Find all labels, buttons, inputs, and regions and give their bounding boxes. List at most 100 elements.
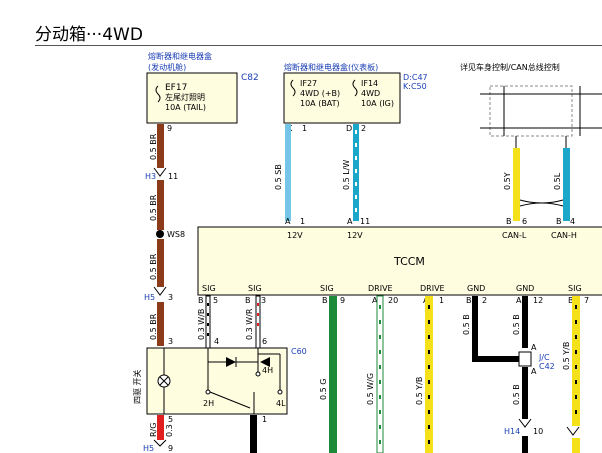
pin-letter: B: [322, 296, 328, 305]
connector-chevron-icon: [153, 439, 167, 447]
can-note-frame: [489, 85, 573, 137]
switch-contact: [205, 389, 211, 395]
switch-contact: [277, 389, 283, 395]
diode-icon: [226, 357, 236, 367]
pin-number: 20: [388, 296, 398, 305]
wire-label: 0.5 SB: [274, 164, 283, 190]
pin-label: SIG: [202, 284, 216, 293]
wire-green: [329, 296, 337, 453]
pin-label: CAN-L: [502, 231, 527, 240]
switch-mode-2h: 2H: [203, 399, 214, 408]
wire-yellow: [513, 148, 520, 221]
pin-label: SIG: [320, 284, 334, 293]
fuse-ef17: EF17: [165, 83, 187, 93]
pin-letter: B: [466, 296, 472, 305]
pin-number: 1: [300, 217, 305, 226]
fuse-if27-rating: 10A (BAT): [300, 99, 340, 108]
pin-1: 1: [302, 124, 307, 133]
wire-stripe: [257, 303, 259, 326]
pin-letter: B: [506, 217, 512, 226]
jc-pin-a: A: [531, 367, 537, 376]
pin-10: 10: [533, 427, 543, 436]
pin-number: 4: [570, 217, 575, 226]
wire-stripe: [379, 305, 381, 444]
page-title: 分动箱···4WD: [35, 25, 143, 45]
lamp-icon: [159, 376, 169, 386]
wire-red-green: [157, 415, 164, 440]
fuse-icon: [290, 79, 296, 97]
wire-stripe: [207, 303, 209, 336]
twisted-pair-icon: [519, 199, 564, 207]
pin-label: 12V: [287, 231, 303, 240]
pin-1: 1: [262, 415, 267, 424]
connector-h5: H5: [143, 444, 154, 453]
wire-label: 0.5 G: [319, 379, 328, 400]
fuse-box-dash-frame: [283, 72, 401, 124]
fuse-if14: IF14: [361, 79, 378, 88]
title-rule: [35, 45, 602, 46]
fuse-box-engine: 熔断器和继电器盒 (发动机舱) C82 EF17 左尾灯照明 10A (TAIL…: [146, 51, 259, 133]
pin-label: 12V: [347, 231, 363, 240]
connector-chevron-icon: [153, 167, 167, 177]
connector-chevron-icon: [566, 426, 580, 436]
wire-label: 0.5 BR: [149, 194, 158, 221]
wire-label: 0.5 L/W: [342, 160, 351, 190]
wire-label: 0.5 BR: [149, 133, 158, 160]
connector-h3: H3: [145, 172, 156, 181]
pin-5: 5: [168, 415, 173, 424]
connector-c60: C60: [291, 347, 307, 356]
connector-h14: H14: [504, 427, 520, 436]
connector-h5: H5: [144, 293, 155, 302]
connector-chevron-icon: [153, 286, 167, 296]
wire-brown: [157, 302, 164, 346]
wire-black: [522, 436, 528, 453]
wire-black: [472, 296, 478, 362]
pin-label: DRIVE: [368, 284, 393, 293]
wire-label: 0.3: [165, 424, 174, 437]
connector-c82: C82: [241, 73, 259, 83]
pin-label: GND: [467, 284, 485, 293]
pin-number: 6: [522, 217, 527, 226]
wire-label: 0.5 W/G: [366, 373, 375, 405]
fuse-if14-rating: 10A (IG): [361, 99, 394, 108]
wire-white-green: [376, 295, 384, 453]
wire-light-blue: [285, 124, 291, 221]
connector-c47: D:C47: [403, 73, 428, 82]
wire-stripe: [355, 130, 357, 212]
wire-stripe: [428, 305, 430, 444]
tccm-label: TCCM: [393, 255, 425, 268]
pin-number: 1: [439, 296, 444, 305]
fuse-icon: [352, 79, 358, 97]
pin-4: 4: [214, 337, 219, 346]
fuse-icon: [155, 85, 161, 103]
pin-label: DRIVE: [420, 284, 445, 293]
can-note-text: 详见车身控制/CAN总线控制: [460, 62, 560, 72]
pin-3: 3: [168, 337, 173, 346]
wire-label: 0.5 Y/B: [415, 377, 424, 405]
pin-number: 7: [584, 296, 589, 305]
wire-yellow-black: [572, 438, 580, 453]
switch-label: 四驱 开关: [132, 369, 142, 404]
pin-number: 2: [482, 296, 487, 305]
diode-icon: [260, 357, 270, 367]
tccm-frame: [197, 226, 602, 296]
junction-connector: [518, 351, 532, 367]
pin-number: 11: [360, 217, 370, 226]
wire-label: 0.5L: [553, 172, 562, 190]
pin-9: 9: [167, 124, 172, 133]
pin-3: 3: [168, 293, 173, 302]
pin-letter: B: [198, 296, 204, 305]
wire-label: 0.5 B: [512, 384, 521, 405]
switch-mode-4h: 4H: [262, 366, 273, 375]
fuse-box-dash-label: 熔断器和继电器盒(仪表板): [284, 62, 378, 72]
pin-letter: B: [245, 296, 251, 305]
tccm-module: TCCM A 1 12V A 11 12V B 6 CAN-L B 4 CAN-…: [197, 217, 602, 305]
pin-number: 9: [340, 296, 345, 305]
wire-brown: [157, 124, 164, 168]
pin-letter: A: [347, 217, 353, 226]
pin-9: 9: [168, 444, 173, 453]
wire-label: 0.3 W/R: [245, 308, 254, 340]
pin-letter: A: [285, 217, 291, 226]
pin-letter: A: [372, 296, 378, 305]
